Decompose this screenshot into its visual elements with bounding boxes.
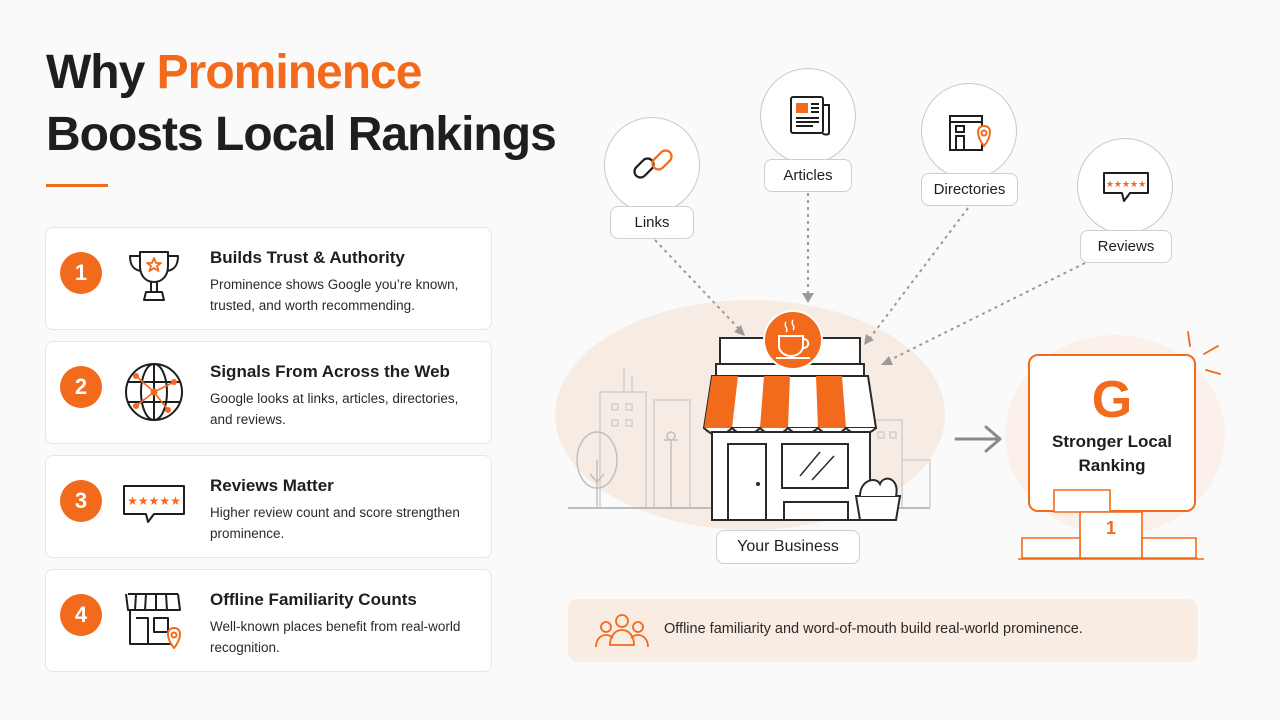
storefront-building	[702, 337, 902, 521]
ranking-label: Stronger Local Ranking	[1052, 432, 1172, 475]
connector-arrowheads	[734, 293, 893, 365]
links-bubble	[604, 117, 700, 213]
connector-reviews	[889, 262, 1086, 361]
directory-map-pin-icon	[949, 115, 991, 151]
source-label-reviews: Reviews	[1080, 230, 1172, 263]
card-description: Prominence shows Google you’re known, tr…	[210, 277, 459, 313]
podium-icon: 1	[1018, 489, 1204, 560]
card-number-badge: 4	[60, 594, 102, 636]
card-title: Reviews Matter	[210, 476, 334, 495]
podium-place-number: 1	[1106, 518, 1116, 538]
card-description: Higher review count and score strengthen…	[210, 505, 460, 541]
ranking-result-box	[1028, 354, 1196, 512]
title-prefix: Why	[46, 46, 157, 99]
card-number-badge: 2	[60, 366, 102, 408]
card-title: Offline Familiarity Counts	[210, 590, 417, 609]
sparkle-icon	[1187, 331, 1221, 375]
trophy-icon	[122, 246, 186, 310]
card-reviews: 3 ★★★★★ Reviews Matter Higher review cou…	[45, 455, 492, 558]
review-bubble-icon: ★★★★★	[1103, 172, 1149, 202]
coffee-cup-icon	[763, 310, 823, 370]
chain-link-icon	[633, 149, 673, 179]
svg-text:★★★★★: ★★★★★	[127, 494, 181, 508]
card-offline-familiarity: 4 Offline Familiarity Counts Well-known …	[45, 569, 492, 672]
card-description: Google looks at links, articles, directo…	[210, 391, 459, 427]
result-arrow-icon	[954, 425, 1002, 453]
connector-directories	[869, 207, 969, 339]
card-number-badge: 1	[60, 252, 102, 294]
newspaper-icon	[790, 96, 830, 136]
google-logo-letter: G	[1092, 373, 1132, 425]
articles-bubble	[760, 68, 856, 164]
globe-network-icon	[122, 360, 186, 424]
source-label-articles: Articles	[764, 159, 852, 192]
card-description: Well-known places benefit from real-worl…	[210, 619, 461, 655]
title-line2: Boosts Local Rankings	[46, 108, 557, 161]
card-web-signals: 2 Signals From Across the Web Google loo…	[45, 341, 492, 444]
tree-and-lamp	[576, 431, 678, 508]
reviews-bubble: ★★★★★	[1077, 138, 1173, 234]
page-title: Why Prominence Boosts Local Rankings	[46, 42, 557, 166]
review-stars-icon: ★★★★★	[122, 474, 186, 538]
card-number-badge: 3	[60, 480, 102, 522]
card-trust-authority: 1 Builds Trust & Authority Prominence sh…	[45, 227, 492, 330]
title-underline	[46, 184, 108, 187]
banner-text: Offline familiarity and word-of-mouth bu…	[664, 621, 1083, 637]
word-of-mouth-banner: Offline familiarity and word-of-mouth bu…	[568, 599, 1198, 662]
source-label-links: Links	[610, 206, 694, 239]
title-accent: Prominence	[156, 46, 423, 99]
storefront-pin-icon	[122, 588, 186, 652]
card-title: Builds Trust & Authority	[210, 248, 405, 267]
directories-bubble	[921, 83, 1017, 179]
connector-arrows	[654, 193, 1086, 361]
people-group-icon	[595, 614, 649, 648]
source-label-directories: Directories	[921, 173, 1018, 206]
google-logo-icon: G	[1092, 373, 1132, 425]
card-title: Signals From Across the Web	[210, 362, 450, 381]
svg-text:★★★★★: ★★★★★	[1106, 180, 1146, 190]
your-business-label: Your Business	[716, 530, 860, 564]
